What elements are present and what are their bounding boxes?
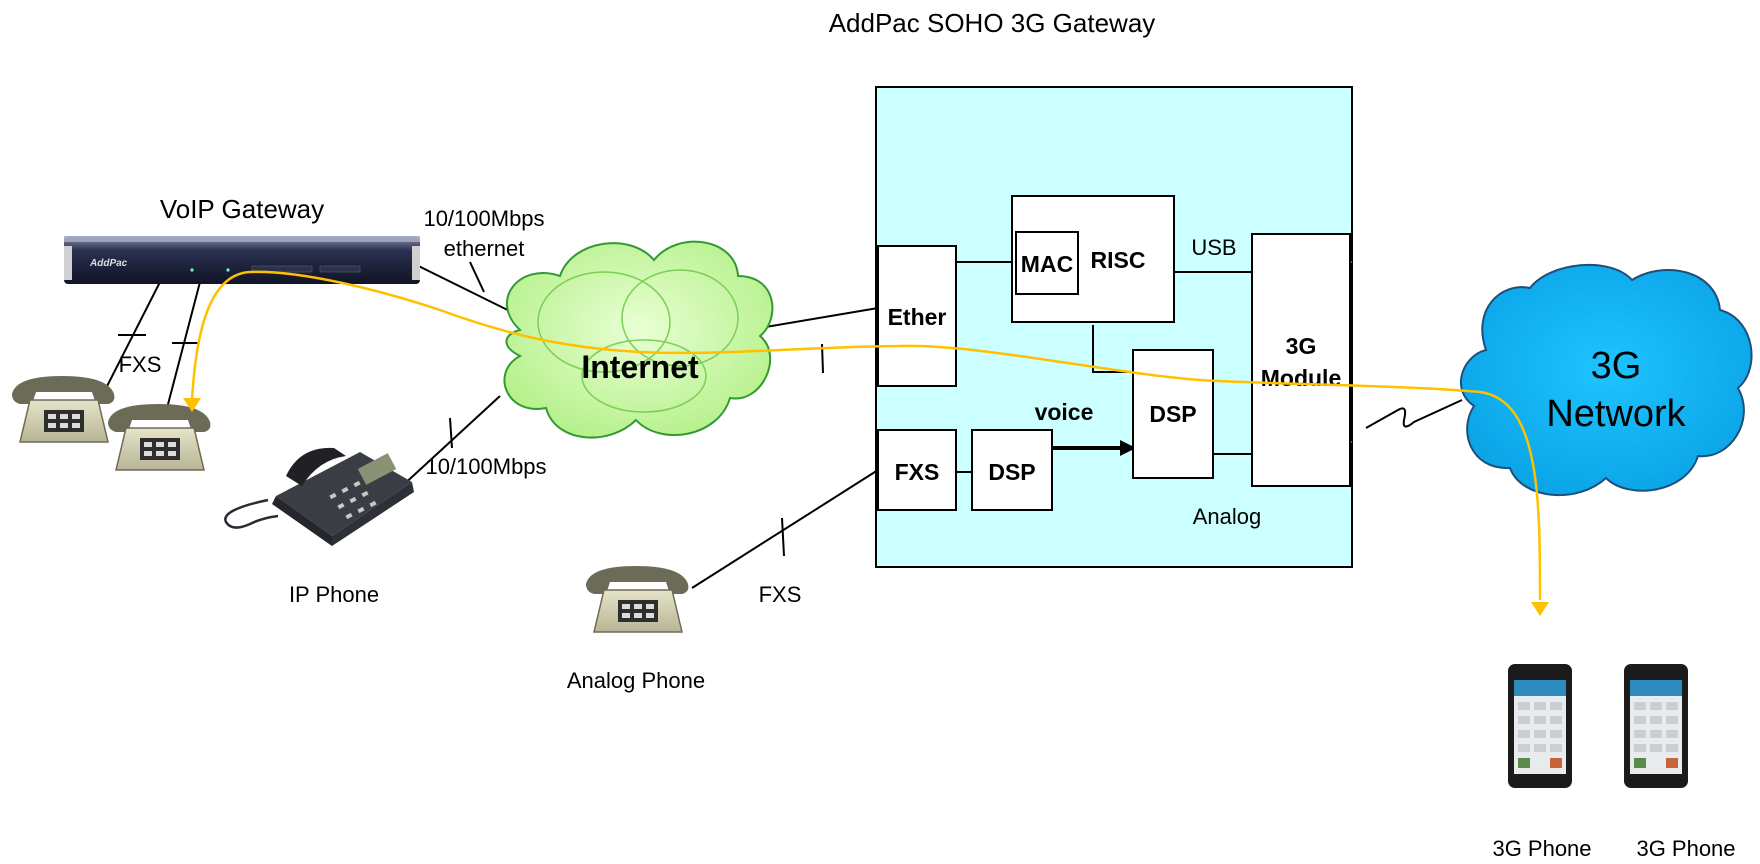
ether-block — [877, 245, 957, 387]
ip-phone-label: IP Phone — [289, 582, 379, 607]
3g-network-label-line1: 3G — [1591, 345, 1642, 387]
soho-3g-gateway: Ether MAC RISC USB 3G Module DSP FXS DSP… — [875, 86, 1353, 568]
3g-module-block — [1251, 233, 1351, 487]
3g-phone-b — [1624, 664, 1688, 788]
dsp-right-label: DSP — [1149, 401, 1196, 427]
dsp-left-label: DSP — [988, 459, 1035, 485]
3g-network-label-line2: Network — [1546, 393, 1686, 435]
analog-label: Analog — [1193, 504, 1262, 529]
ether-label: Ether — [888, 304, 947, 330]
3g-network-cloud: 3G Network — [1459, 263, 1753, 497]
ip-phone-link-label: 10/100Mbps — [425, 454, 546, 479]
voip-gateway-device: AddPac — [64, 236, 420, 284]
analog-phone-left-2 — [108, 404, 211, 471]
3g-phone-b-label: 3G Phone — [1636, 836, 1735, 861]
ethernet-speed-label: 10/100Mbps — [423, 206, 544, 231]
3g-module-label-line1: 3G — [1286, 333, 1317, 359]
voip-gateway-label: VoIP Gateway — [160, 194, 324, 224]
risc-label: RISC — [1091, 247, 1146, 273]
voip-gateway-brand: AddPac — [89, 258, 128, 269]
analog-phone-left-1 — [12, 376, 115, 443]
fxs-left-label: FXS — [119, 352, 162, 377]
analog-phone-label: Analog Phone — [567, 668, 705, 693]
fxs-block-label: FXS — [895, 459, 940, 485]
3g-phone-a-label: 3G Phone — [1492, 836, 1591, 861]
connection-lines — [99, 245, 1463, 589]
mac-label: MAC — [1021, 251, 1073, 277]
usb-label: USB — [1191, 235, 1236, 260]
dsp-right-block — [1132, 349, 1214, 479]
mac-block — [1015, 231, 1079, 295]
dsp-left-block — [971, 429, 1053, 511]
call-path — [183, 270, 1549, 616]
gateway-title: AddPac SOHO 3G Gateway — [829, 8, 1156, 38]
ip-phone — [224, 447, 414, 546]
internet-cloud: Internet — [503, 240, 774, 439]
internet-label: Internet — [581, 349, 699, 385]
voice-label: voice — [1035, 399, 1094, 425]
ethernet-type-label: ethernet — [444, 236, 525, 261]
fxs-block — [877, 429, 957, 511]
analog-phone-bottom — [586, 566, 689, 633]
3g-phone-a — [1508, 664, 1572, 788]
fxs-bottom-label: FXS — [759, 582, 802, 607]
3g-module-label-line2: Module — [1261, 365, 1342, 391]
